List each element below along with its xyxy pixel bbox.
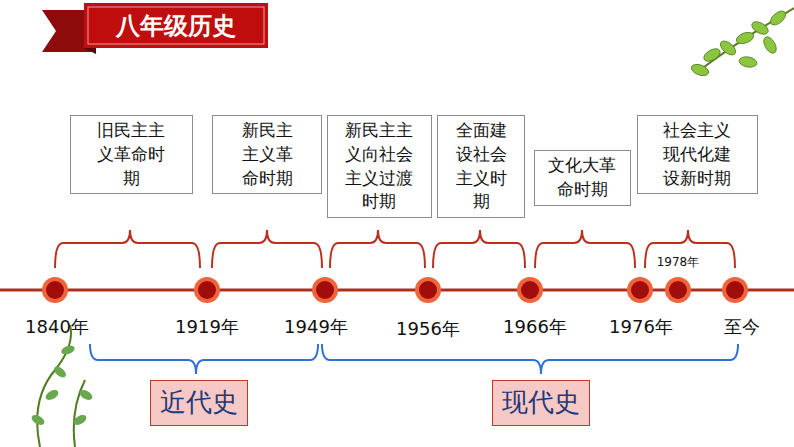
title-banner [84,3,268,48]
dot-core [46,281,64,299]
dot-core [198,281,216,299]
vine-leaf [78,388,94,402]
year-label: 1956年 [396,317,460,341]
year-label: 至今 [724,315,760,339]
period-box: 全面建设社会主义时期 [437,115,525,218]
era-box: 近代史 [150,380,248,426]
dot-ring [722,277,748,303]
timeline-dot [194,277,220,303]
leaf [750,19,771,37]
era-brace [90,344,318,374]
dot-core [631,281,649,299]
era-brace [322,344,738,374]
vine [37,325,85,447]
vine-leaf [52,364,68,379]
year-label: 1840年 [25,315,89,339]
timeline-dot [517,277,543,303]
year-label: 1966年 [503,315,567,339]
leaf [738,56,757,69]
timeline-dot [627,277,653,303]
period-box: 新民主主义革命时期 [212,115,322,194]
year-label: 1978年 [656,254,701,271]
banner-fold [84,48,96,54]
dot-ring [517,277,543,303]
timeline-dot [665,277,691,303]
period-label: 全面建设社会主义时期 [452,119,511,214]
leaf-decoration [30,8,794,447]
dot-core [316,281,334,299]
leaf [768,8,788,27]
dot-ring [42,277,68,303]
year-label: 1949年 [284,315,348,339]
vine-leaf [72,413,88,427]
timeline-dots [42,277,748,303]
period-brace [433,230,525,268]
period-label: 社会主义现代化建设新时期 [659,119,735,190]
year-label: 1919年 [175,315,239,339]
leaf [690,62,710,78]
era-label: 现代史 [502,386,580,420]
title: 八年级历史 [116,10,236,42]
braces [55,230,738,374]
timeline-dot [722,277,748,303]
timeline-dot [42,277,68,303]
dot-core [521,281,539,299]
timeline-dot [415,277,441,303]
period-box: 文化大革命时期 [534,150,631,206]
dot-core [419,281,437,299]
leaf [718,38,738,57]
period-brace [535,230,635,268]
period-box: 旧民主主义革命时期 [70,115,193,194]
period-label: 新民主主义向社会主义过渡时期 [341,119,417,214]
dot-ring [665,277,691,303]
timeline-dot [312,277,338,303]
year-label: 1976年 [609,315,673,339]
period-label: 新民主主义革命时期 [238,119,297,190]
leaf [702,46,723,64]
era-label: 近代史 [160,386,238,420]
period-box: 新民主主义向社会主义过渡时期 [327,115,432,218]
period-brace [212,230,322,268]
dot-ring [312,277,338,303]
era-box: 现代史 [492,380,590,426]
period-brace [330,230,425,268]
vine-leaf [60,344,76,356]
dot-core [669,281,687,299]
period-box: 社会主义现代化建设新时期 [637,115,758,194]
vine-leaf [30,413,46,427]
period-label: 文化大革命时期 [544,154,620,202]
period-brace [55,230,200,268]
banner-trim [88,7,264,44]
branch [700,8,794,70]
dot-core [726,281,744,299]
leaf [735,30,755,46]
dot-ring [627,277,653,303]
vine-leaf [44,388,60,402]
leaf [761,35,779,56]
dot-ring [194,277,220,303]
period-label: 旧民主主义革命时期 [93,119,169,190]
dot-ring [415,277,441,303]
